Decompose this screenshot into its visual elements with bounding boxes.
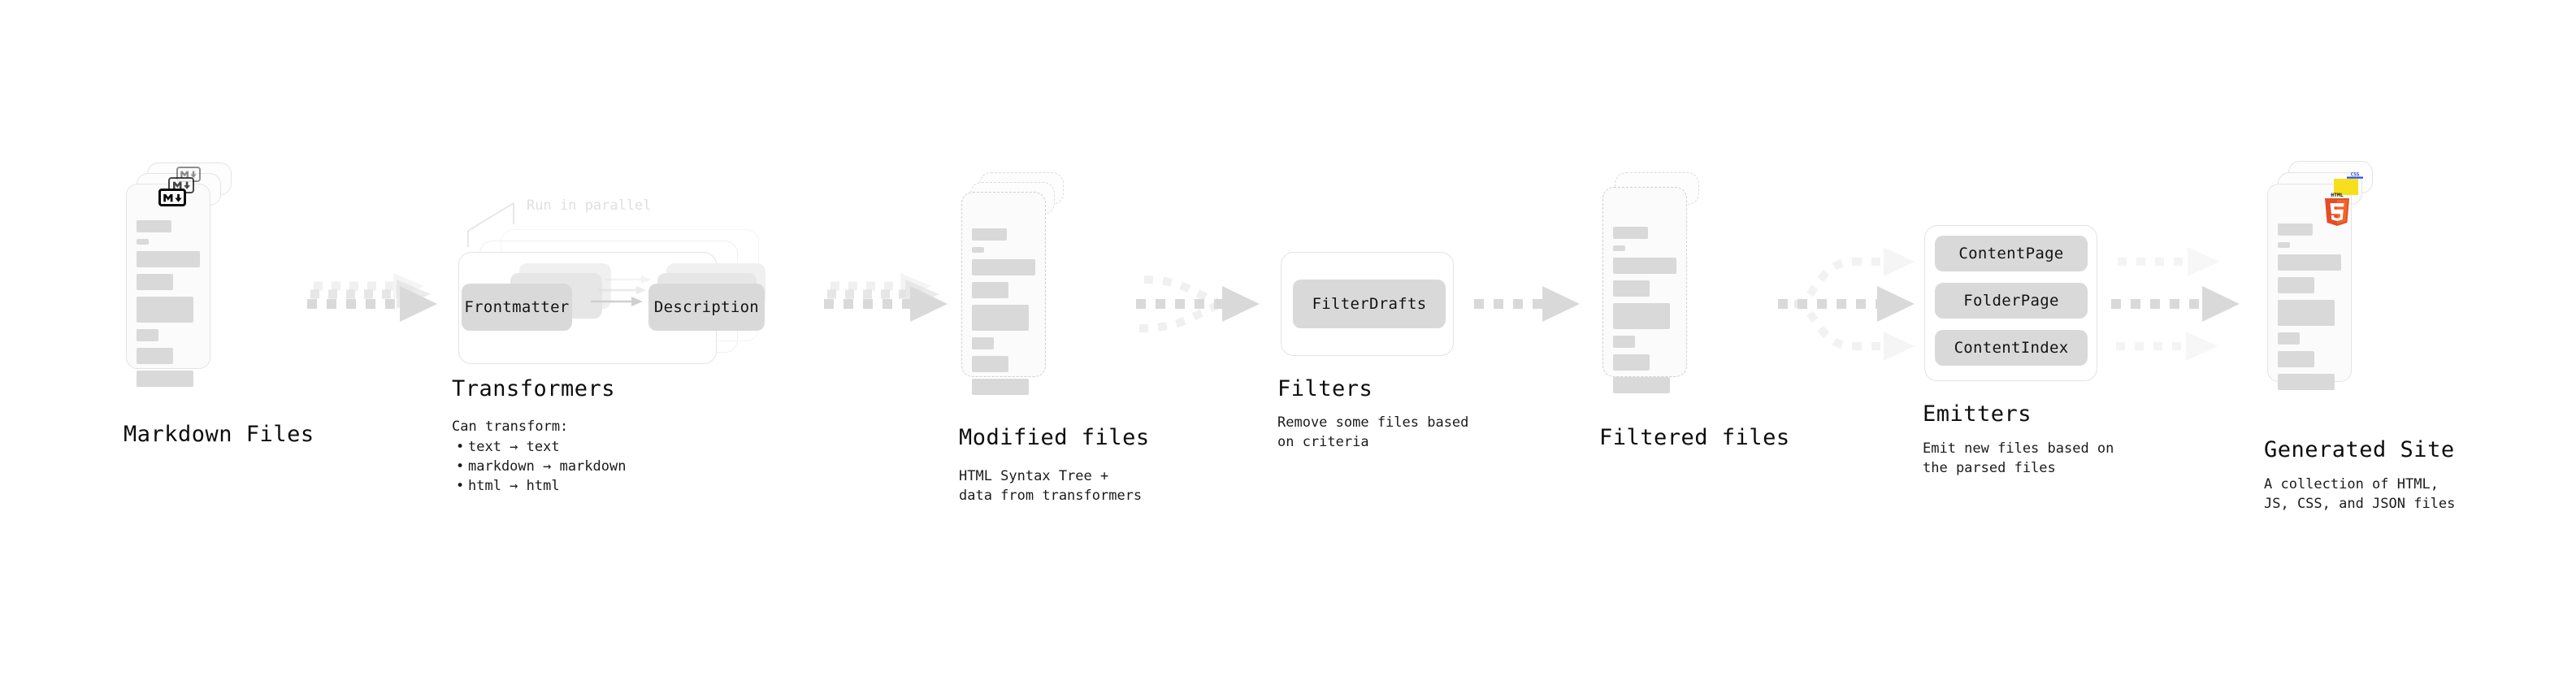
stage-title-modified-files: Modified files [959,425,1150,450]
content-bar [2278,277,2315,293]
content-bar [137,251,200,267]
modified-sheet-content [972,228,1035,401]
content-bar [2278,223,2313,236]
js-icon [2334,179,2358,195]
flow-arrow-5 [1778,234,1924,372]
stage-title-markdown-files: Markdown Files [124,422,314,447]
markdown-sheet-front [126,184,210,387]
content-bar [137,220,171,232]
content-bar [972,356,1009,372]
filter-chip-filterdrafts[interactable]: FilterDrafts [1293,280,1446,328]
html5-icon: HTML [2322,190,2352,226]
content-bar [1613,354,1650,371]
transformer-inner-arrows [591,268,670,341]
content-bar [137,297,194,323]
content-bar [2278,332,2300,345]
modified-sheet-front [961,192,1046,395]
content-bar [972,282,1009,298]
emitter-chip-contentpage[interactable]: ContentPage [1935,236,2088,271]
modified-files-caption: HTML Syntax Tree + data from transformer… [959,468,1143,504]
flow-arrow-1 [302,268,457,333]
content-bar [1613,258,1676,274]
content-bar [2278,300,2335,326]
content-bar [1613,303,1671,329]
emitters-caption: Emit new files based on the parsed files [1923,440,2114,476]
svg-text:HTML: HTML [2331,192,2344,198]
transformers-bullets-lead: Can transform: [452,419,569,435]
filtered-sheet-content [1613,227,1676,400]
content-bar [2278,254,2341,271]
content-bar [1613,280,1650,297]
flow-arrow-6 [2111,234,2257,372]
css3-icon: CSS [2345,167,2365,179]
svg-text:CSS: CSS [2351,172,2360,178]
stage-title-generated-site: Generated Site [2264,437,2455,462]
filters-caption: Remove some files based on criteria [1277,414,1469,450]
transformer-chip-frontmatter[interactable]: Frontmatter [462,284,572,331]
emitter-chip-contentindex[interactable]: ContentIndex [1935,330,2088,366]
content-bar [972,379,1030,395]
generated-sheet-content [2278,223,2341,397]
content-bar [137,329,158,341]
content-bar [137,239,149,245]
content-bar [1613,245,1625,251]
run-in-parallel-bracket [462,197,551,247]
emitter-chip-folderpage[interactable]: FolderPage [1935,283,2088,319]
content-bar [1613,336,1635,348]
transformer-chip-description[interactable]: Description [648,284,765,331]
markdown-sheet-content [137,220,200,393]
content-bar [972,228,1007,241]
stage-title-filters: Filters [1277,376,1373,401]
content-bar [972,247,984,253]
flow-arrow-2 [821,268,967,333]
content-bar [1613,227,1648,239]
stage-title-filtered-files: Filtered files [1599,425,1790,450]
flow-arrow-3 [1136,268,1282,345]
content-bar [972,337,994,349]
content-bar [137,371,194,387]
content-bar [2278,242,2290,248]
content-bar [2278,351,2315,367]
content-bar [137,274,174,290]
filtered-sheet-front [1602,187,1687,393]
generated-site-caption: A collection of HTML, JS, CSS, and JSON … [2264,476,2456,512]
content-bar [137,348,174,364]
stage-title-emitters: Emitters [1923,401,2032,427]
transform-bullet: text → text [456,437,626,457]
flow-arrow-4 [1471,286,1601,327]
transformers-bullets: Can transform: text → text markdown → ma… [452,417,626,496]
content-bar [972,305,1030,331]
content-bar [2278,374,2335,390]
transform-bullet: html → html [456,476,626,496]
stage-title-transformers: Transformers [452,376,616,401]
transform-bullet: markdown → markdown [456,457,627,476]
run-in-parallel-label: Run in parallel [527,197,652,214]
markdown-icon [158,189,186,206]
content-bar [972,259,1035,275]
content-bar [1613,377,1671,393]
